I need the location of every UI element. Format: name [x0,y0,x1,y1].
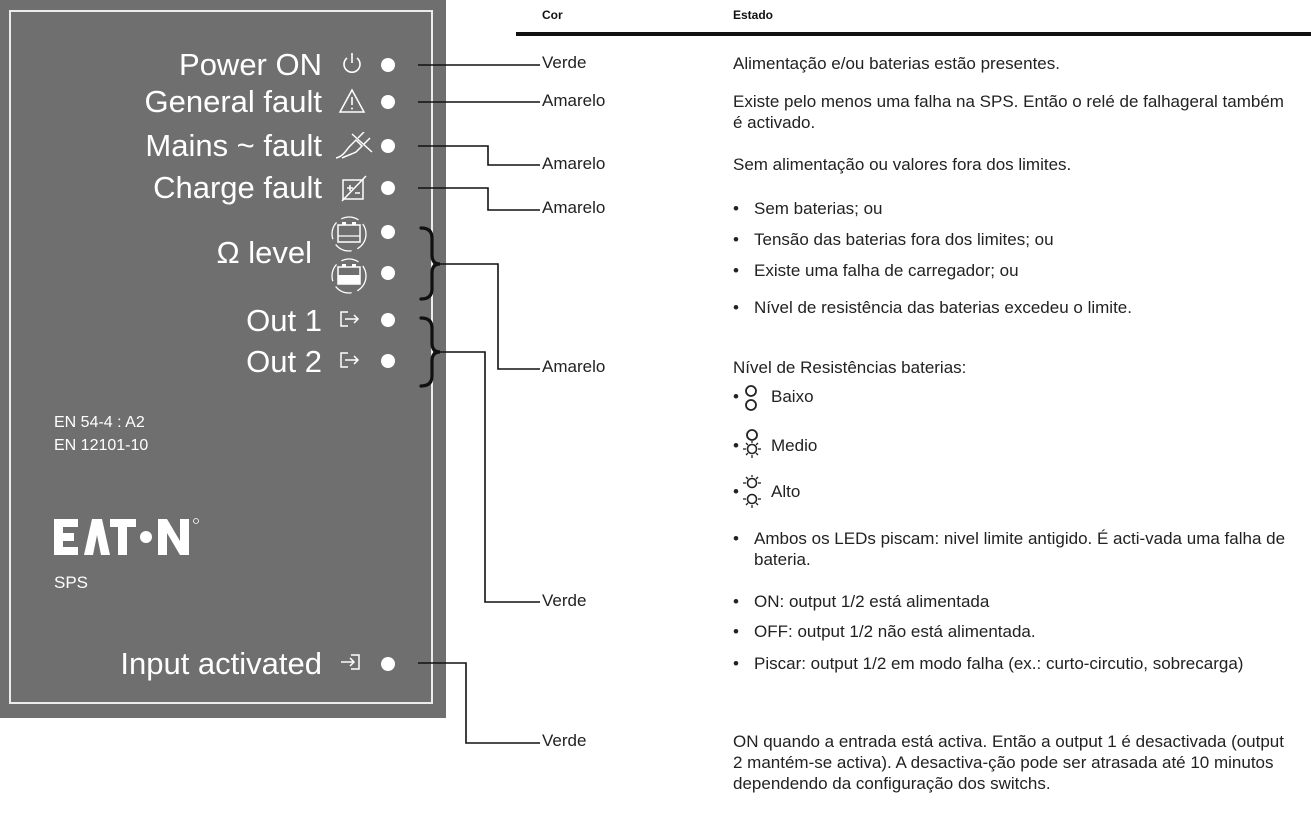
output-icon [340,352,360,368]
standard-en54: EN 54-4 : A2 [54,414,145,431]
power-icon [343,53,361,73]
power-on-label: Power ON [179,47,322,82]
input-icon [341,654,360,670]
omega-level-led-1 [381,225,395,239]
row-1-estado: Alimentação e/ou baterias estão presente… [733,54,1060,73]
row-3-cor: Amarelo [542,154,606,173]
sps-front-panel: Power ON General fault Mains ~ fault Cha… [0,0,446,718]
general-fault-led [381,95,395,109]
input-activated-led [381,657,395,671]
battery-cycle-full-icon [331,258,367,294]
battery-charge-icon [341,175,367,202]
row-2-estado: Existe pelo menos uma falha na SPS. Entã… [733,92,1284,132]
header-cor: Cor [542,8,563,22]
row-4-cor: Amarelo [542,198,606,217]
row-6-cor: Verde [542,591,587,610]
charge-fault-led [381,181,395,195]
out1-led [381,313,395,327]
list-item: •Ambos os LEDs piscam: nivel limite anti… [733,529,1286,569]
output-icon [340,311,360,327]
standard-en12101: EN 12101-10 [54,437,149,454]
out1-label: Out 1 [246,303,322,338]
out2-label: Out 2 [246,344,322,379]
mains-fault-led [381,139,395,153]
list-item: •ON: output 1/2 está alimentada [733,592,990,611]
list-item: •Sem baterias; ou [733,199,883,218]
led-blink-one-icon [743,429,761,458]
out2-led [381,354,395,368]
general-fault-label: General fault [144,84,323,119]
mains-fault-label: Mains ~ fault [145,128,322,163]
eaton-logo [54,518,199,555]
model-label: SPS [54,573,89,592]
list-item: •Piscar: output 1/2 em modo falha (ex.: … [733,654,1244,673]
power-on-led [381,58,395,72]
omega-level-label: Ω level [216,235,312,270]
header-estado: Estado [733,8,774,22]
row-7-estado: ON quando a entrada está activa. Então a… [733,732,1284,793]
row-1-cor: Verde [542,53,587,72]
led-off-icon [745,385,757,411]
list-item: •Nível de resistência das baterias exced… [733,298,1132,317]
plug-icon [335,132,373,159]
row-3-estado: Sem alimentação ou valores fora dos limi… [733,155,1072,174]
led-blink-both-icon [743,475,761,508]
omega-level-led-2 [381,266,395,280]
row-7-cor: Verde [542,731,587,750]
warning-icon [338,88,366,113]
row-2-cor: Amarelo [542,91,606,110]
row-5-intro: Nível de Resistências baterias: [733,358,967,377]
battery-cycle-icon [331,216,367,252]
list-item: •Existe uma falha de carregador; ou [733,261,1019,280]
row-5-cor: Amarelo [542,357,606,376]
charge-fault-label: Charge fault [153,170,322,205]
header-rule [516,32,1311,36]
input-activated-label: Input activated [120,646,322,681]
list-item: •OFF: output 1/2 não está alimentada. [733,622,1036,641]
list-item: •Tensão das baterias fora dos limites; o… [733,230,1054,249]
